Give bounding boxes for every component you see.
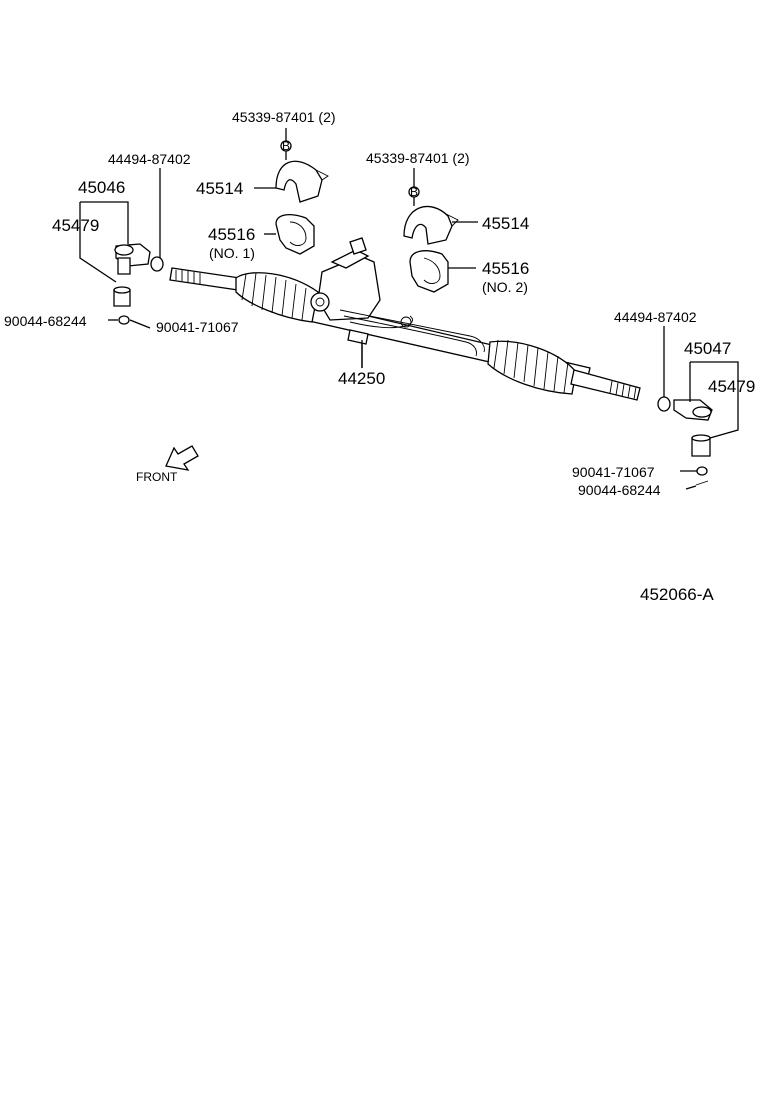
label-gear-assembly: 44250 <box>338 369 385 388</box>
label-cotter-right: 90044-68244 <box>578 482 661 498</box>
diagram-code: 452066-A <box>640 585 714 604</box>
bracket-no2 <box>403 186 459 245</box>
label-grommet-no1-note: (NO. 1) <box>209 245 255 261</box>
bolt-marker-right: B <box>410 185 418 199</box>
label-tie-rod-end-right: 45047 <box>684 339 731 358</box>
right-tie-rod-end <box>657 396 713 486</box>
front-arrow <box>165 445 199 471</box>
label-bracket-left: 45514 <box>196 179 243 198</box>
part-labels: 45339-87401 (2) B 44494-87402 45046 4551… <box>4 109 755 604</box>
label-grommet-no2-note: (NO. 2) <box>482 279 528 295</box>
label-grommet-no2: 45516 <box>482 259 529 278</box>
label-nut-lower-right: 90041-71067 <box>572 464 655 480</box>
leader-lines <box>79 128 739 490</box>
grommet-no1 <box>275 213 315 255</box>
left-tie-rod-end <box>113 243 164 325</box>
label-nut-right: 44494-87402 <box>614 309 697 325</box>
label-clamp-bolt-left: 45339-87401 (2) <box>232 109 336 125</box>
label-clamp-bolt-right: 45339-87401 (2) <box>366 150 470 166</box>
steering-gear-assembly <box>169 237 641 401</box>
label-grommet-no1: 45516 <box>208 225 255 244</box>
label-cotter-left: 90044-68244 <box>4 313 87 329</box>
label-tie-rod-end-left: 45046 <box>78 178 125 197</box>
label-tie-rod-end-sub-left: 45479 <box>52 216 99 235</box>
label-front: FRONT <box>136 470 178 484</box>
label-tie-rod-end-sub-right: 45479 <box>708 377 755 396</box>
label-nut-left: 44494-87402 <box>108 151 191 167</box>
label-bracket-right: 45514 <box>482 214 529 233</box>
grommet-no2 <box>409 250 449 293</box>
label-nut-lower-left: 90041-71067 <box>156 319 239 335</box>
bolt-marker-left: B <box>282 139 290 153</box>
bracket-no1 <box>275 140 329 203</box>
